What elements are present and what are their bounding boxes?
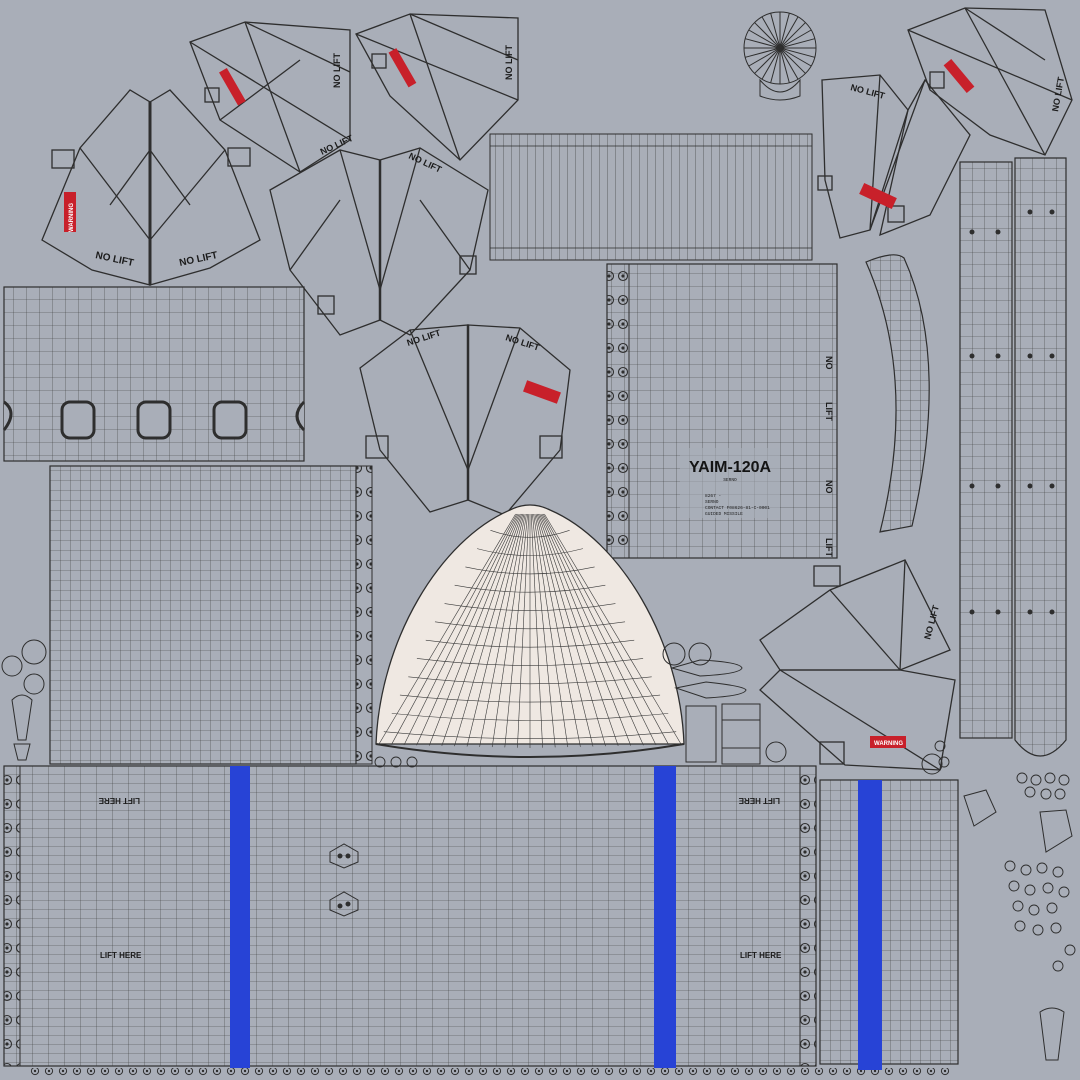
nose-cone — [375, 504, 685, 758]
wheel-icon — [1, 639, 943, 775]
hardpoint-marks — [329, 843, 359, 917]
fin-no-lift-label: NO LIFT — [407, 151, 443, 175]
designation-serno: SERNO — [723, 477, 737, 483]
curved-strip — [865, 254, 930, 533]
strip-markers — [969, 209, 1055, 615]
fin-pair-top-left — [41, 89, 261, 286]
fin-no-lift-label: NO LIFT — [332, 53, 342, 88]
fin-top-a — [189, 21, 351, 173]
fin-warning-label: WARNING — [69, 203, 75, 232]
bottom-right-panel — [819, 779, 959, 1070]
fin-far-top-right — [907, 7, 1073, 156]
fin-no-lift-label: NO LIFT — [94, 250, 134, 269]
body-designation-panel — [606, 263, 838, 559]
bolt-icon — [685, 703, 1073, 853]
spec-line: SERNO — [705, 499, 719, 505]
fin-no-lift-label: NO LIFT — [922, 604, 941, 641]
top-strip-panel — [489, 133, 813, 261]
fin-no-lift-label: NO LIFT — [504, 332, 541, 352]
spec-line: GUIDED MISSILE — [705, 511, 743, 517]
fin-pair-middle — [269, 147, 489, 336]
small-parts — [1, 639, 1073, 1061]
lift-here-label: LIFT HERE — [98, 796, 140, 805]
blue-stripe — [654, 766, 676, 1068]
bottom-body-panel — [3, 765, 817, 1068]
fin-no-lift-label: NO LIFT — [849, 82, 886, 101]
bottom-rivet-row — [30, 1068, 950, 1080]
lift-here-label: LIFT HERE — [740, 951, 782, 960]
lift-here-label: LIFT HERE — [738, 796, 780, 805]
window-panel — [2, 286, 306, 462]
rivet-column — [355, 465, 373, 765]
nozzle-disc — [743, 11, 817, 101]
tall-strip-left — [959, 161, 1013, 739]
left-grid-panel — [49, 465, 357, 765]
spec-line: 8267 - — [705, 493, 721, 499]
missile-designation: YAIM-120A — [689, 459, 772, 476]
fin-pair-lower-right — [759, 559, 956, 771]
fin-pair-center — [359, 324, 571, 516]
lift-here-label: LIFT HERE — [100, 951, 142, 960]
ring-icon — [374, 740, 1076, 972]
fin-no-lift-label: NO LIFT — [1050, 76, 1066, 113]
fin-pair-top-right — [817, 74, 971, 239]
tall-strip-right — [1014, 157, 1067, 757]
spec-line: CONTACT F08626-81-C-0001 — [705, 505, 770, 511]
body-no-label: NO — [824, 480, 834, 494]
fin-warning-label: WARNING — [874, 741, 903, 747]
body-lift-label: LIFT — [824, 402, 834, 421]
nozzle-icon — [11, 659, 1065, 1061]
blue-stripe — [858, 780, 882, 1070]
body-no-label: NO — [824, 356, 834, 370]
body-lift-label: LIFT — [824, 538, 834, 557]
fin-no-lift-label: NO LIFT — [319, 133, 355, 157]
fin-no-lift-label: NO LIFT — [504, 45, 514, 80]
blue-stripe — [230, 766, 250, 1068]
fin-top-b — [355, 13, 519, 161]
